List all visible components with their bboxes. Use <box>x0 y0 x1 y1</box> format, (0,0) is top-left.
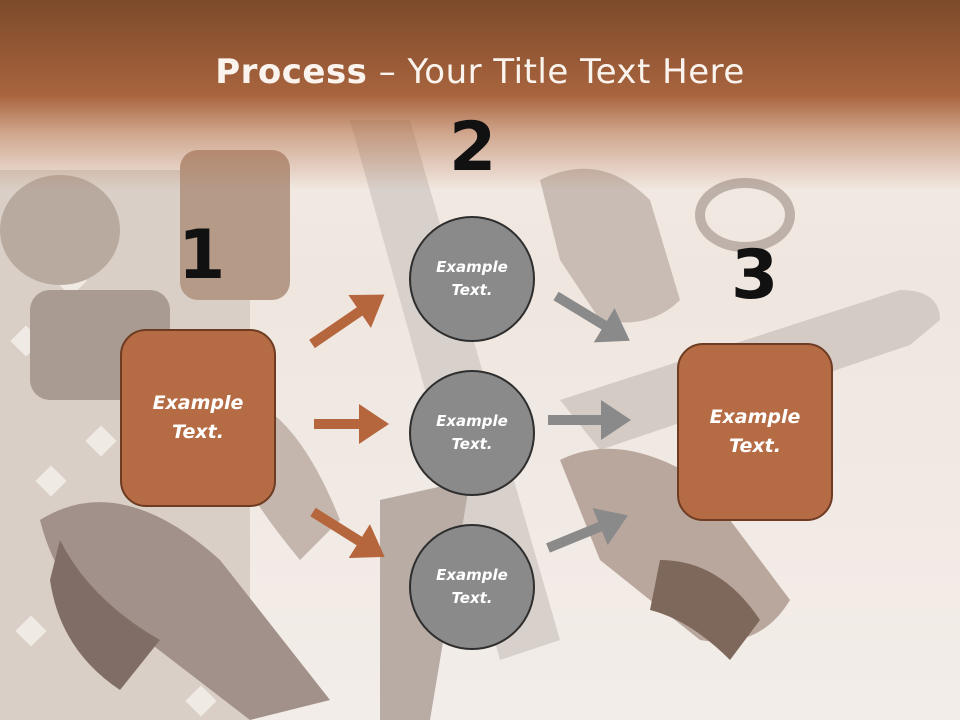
process-circle-top: Example Text. <box>409 216 535 342</box>
circle-middle-text: Example Text. <box>436 412 508 453</box>
slide-title: Process – Your Title Text Here <box>0 52 960 92</box>
title-strong: Process <box>215 52 368 92</box>
step-number-2: 2 <box>449 108 497 187</box>
arrow-from-circle-bottom <box>546 508 628 553</box>
arrow-to-circle-bottom <box>310 507 385 558</box>
arrow-to-circle-top <box>309 294 385 349</box>
left-process-box: Example Text. <box>120 329 276 507</box>
right-process-box: Example Text. <box>677 343 833 521</box>
process-circle-middle: Example Text. <box>409 370 535 496</box>
left-box-text: Example Text. <box>152 392 244 443</box>
arrow-from-circle-top <box>553 291 630 343</box>
header-band <box>0 0 960 190</box>
circle-bottom-text: Example Text. <box>436 566 508 607</box>
circle-top-text: Example Text. <box>436 258 508 299</box>
step-number-1: 1 <box>178 216 226 295</box>
process-circle-bottom: Example Text. <box>409 524 535 650</box>
step-number-3: 3 <box>731 236 779 315</box>
title-rest: – Your Title Text Here <box>367 52 745 92</box>
right-box-text: Example Text. <box>709 406 801 457</box>
